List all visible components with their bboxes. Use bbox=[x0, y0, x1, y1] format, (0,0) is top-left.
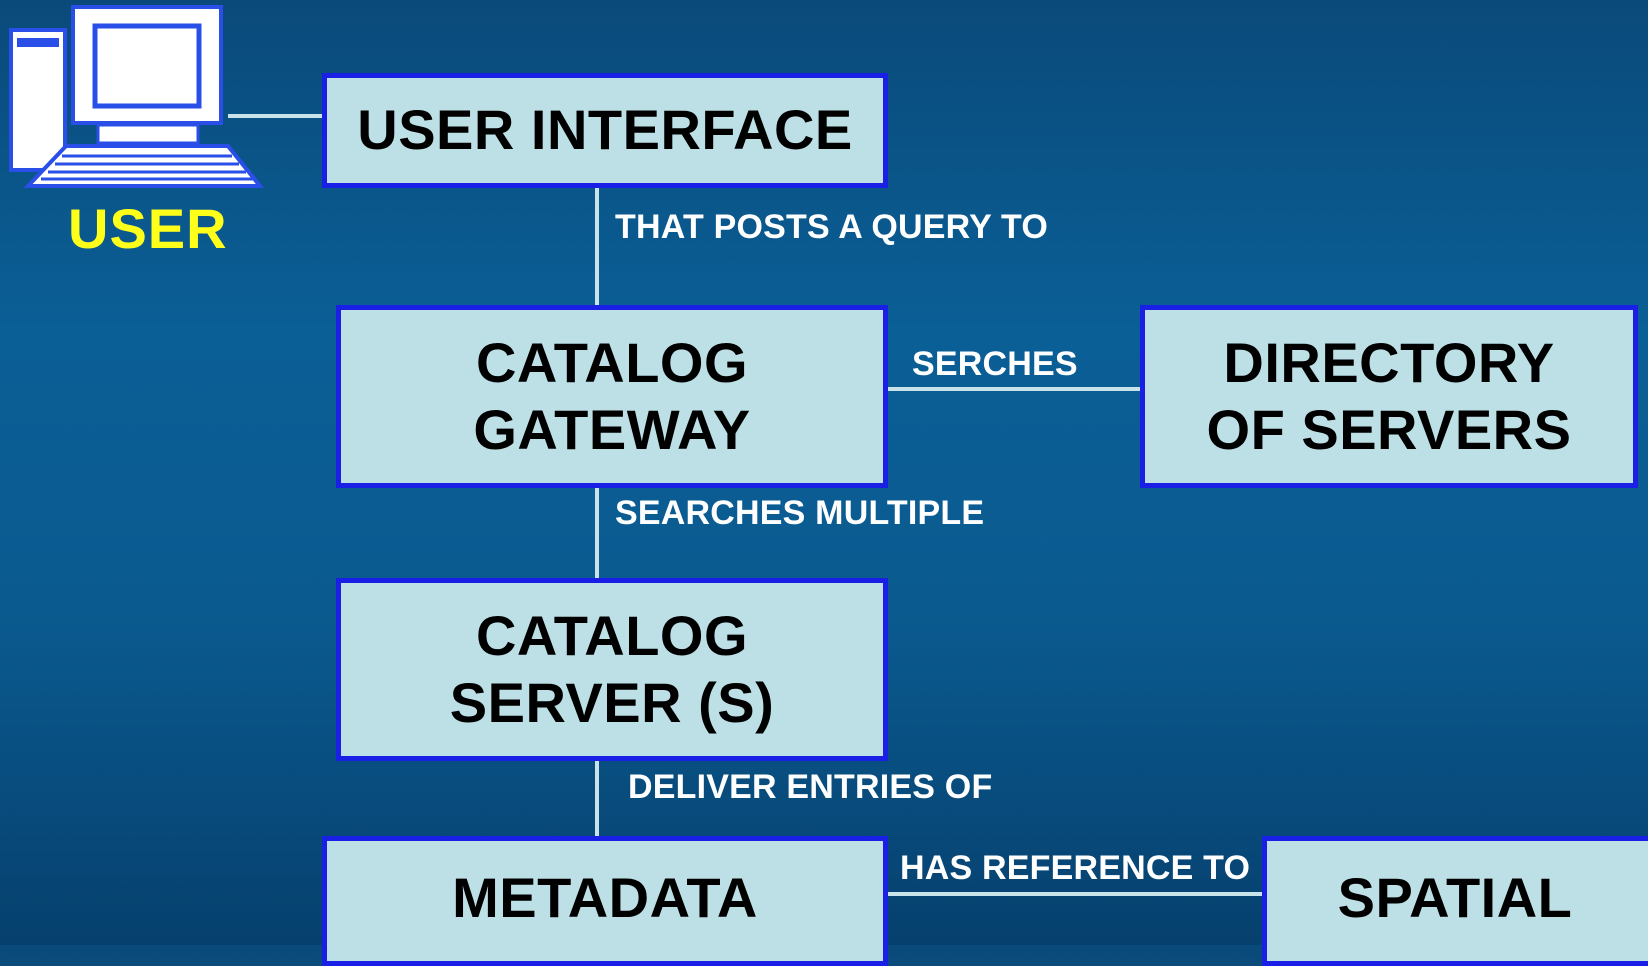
connector-servers-to-metadata bbox=[595, 758, 599, 838]
user-interface-box-line-1: USER INTERFACE bbox=[357, 98, 853, 162]
catalog-servers-box-line-1: CATALOG bbox=[475, 604, 749, 668]
connector-ui-to-gateway bbox=[595, 185, 599, 307]
catalog-gateway-box-line-1: CATALOG bbox=[475, 331, 749, 395]
label-posts-query: THAT POSTS A QUERY TO bbox=[615, 208, 1049, 246]
user-interface-box: USER INTERFACE bbox=[322, 73, 888, 188]
metadata-box: METADATA bbox=[322, 836, 888, 966]
label-has-reference: HAS REFERENCE TO bbox=[900, 849, 1251, 887]
connector-gateway-to-servers bbox=[595, 486, 599, 580]
label-searches-multiple: SEARCHES MULTIPLE bbox=[615, 494, 985, 532]
metadata-box-line-1: METADATA bbox=[452, 866, 758, 929]
connector-metadata-to-spatial bbox=[884, 892, 1266, 896]
directory-of-servers-box-line-2: OF SERVERS bbox=[1206, 397, 1572, 461]
catalog-gateway-box-line-2: GATEWAY bbox=[473, 397, 751, 461]
label-serches: SERCHES bbox=[912, 345, 1078, 383]
catalog-servers-box-line-2: SERVER (S) bbox=[449, 670, 775, 734]
spatial-box-line-1: SPATIAL bbox=[1337, 866, 1573, 929]
catalog-servers-box: CATALOG SERVER (S) bbox=[336, 578, 888, 761]
computer-icon bbox=[9, 5, 265, 188]
label-deliver-entries: DELIVER ENTRIES OF bbox=[628, 768, 993, 806]
connector-gateway-to-directory bbox=[884, 387, 1144, 391]
connector-user-to-ui bbox=[228, 114, 324, 118]
spatial-box: SPATIAL bbox=[1262, 836, 1648, 966]
catalog-gateway-box: CATALOG GATEWAY bbox=[336, 305, 888, 488]
directory-of-servers-box-line-1: DIRECTORY bbox=[1223, 331, 1555, 395]
user-label: USER bbox=[68, 197, 228, 260]
directory-of-servers-box: DIRECTORY OF SERVERS bbox=[1140, 305, 1638, 488]
